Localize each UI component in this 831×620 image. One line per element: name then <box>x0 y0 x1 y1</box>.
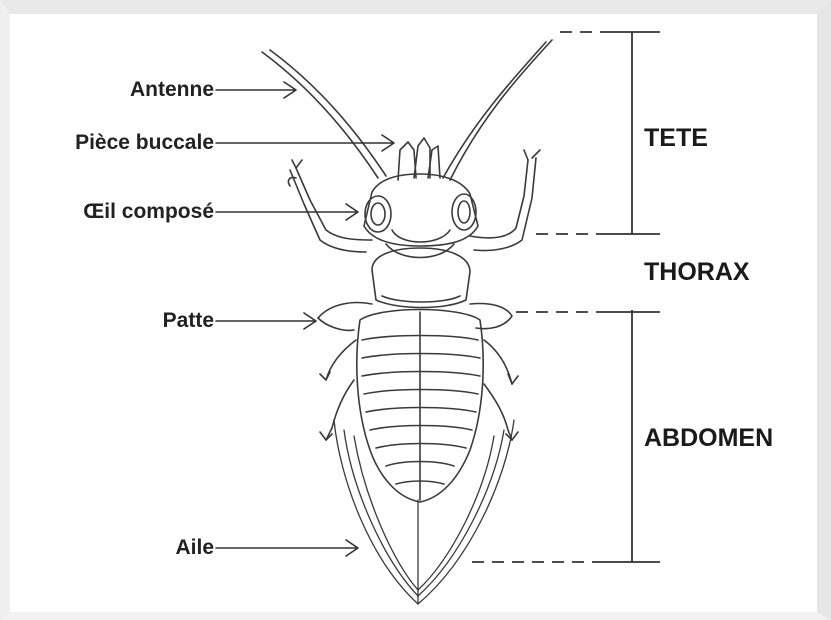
label-tete: TETE <box>644 124 708 153</box>
head <box>364 174 478 258</box>
arrow-antenne <box>216 82 296 98</box>
label-antenne: Antenne <box>14 78 214 102</box>
wings <box>334 420 514 604</box>
label-arrows <box>216 82 394 556</box>
label-thorax: THORAX <box>644 258 750 287</box>
label-oeil-compose: Œil composé <box>14 200 214 224</box>
arrow-oeil-compose <box>216 204 358 220</box>
label-piece-buccale: Pièce buccale <box>14 131 214 155</box>
arrow-patte <box>216 313 316 329</box>
label-aile: Aile <box>14 536 214 560</box>
region-brackets <box>472 32 660 562</box>
label-patte: Patte <box>14 309 214 333</box>
arrow-aile <box>216 540 358 556</box>
label-abdomen: ABDOMEN <box>644 424 773 453</box>
front-legs <box>288 150 540 252</box>
abdomen <box>357 310 483 503</box>
antennae <box>262 40 552 180</box>
